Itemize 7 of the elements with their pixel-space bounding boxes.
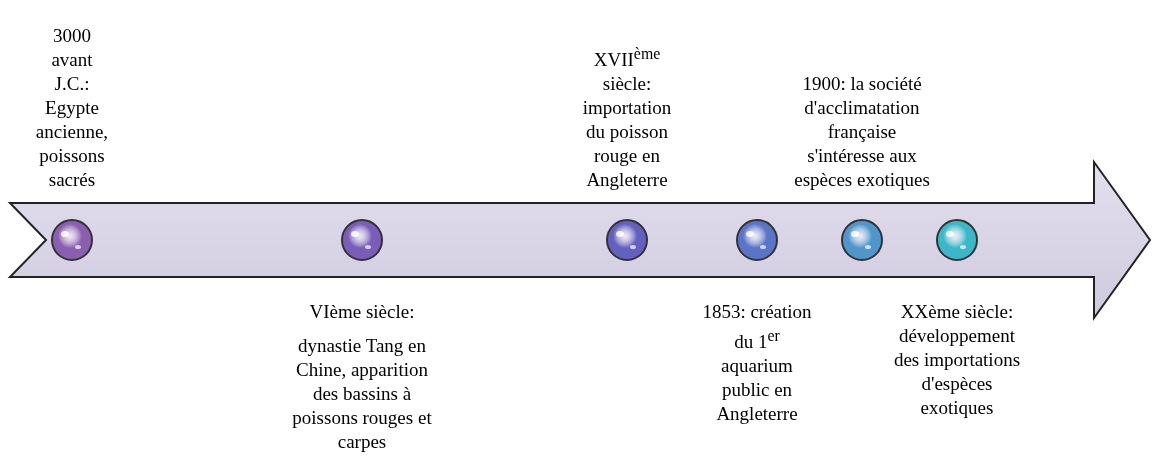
event-description: VIème siècle: xyxy=(308,300,416,324)
event-description: 3000 avant J.C.: Egypte ancienne, poissons sacrés xyxy=(34,24,110,192)
event-description: dynastie Tang en Chine, apparition des bassins à poissons rouges et carpes xyxy=(291,334,433,454)
event-description: XVII$^{ème}$ siècle: importation du poisson rouge en Angleterre xyxy=(581,43,673,192)
event-description: XXème siècle: développement des importations d'espèces exotiques xyxy=(892,300,1022,420)
event-description: 1900: la société d'acclimatation française s'intéresse aux espèces exotiques xyxy=(793,72,931,192)
event-description: 1853: création du 1$^{er}$ aquarium public en Angleterre xyxy=(701,300,813,427)
